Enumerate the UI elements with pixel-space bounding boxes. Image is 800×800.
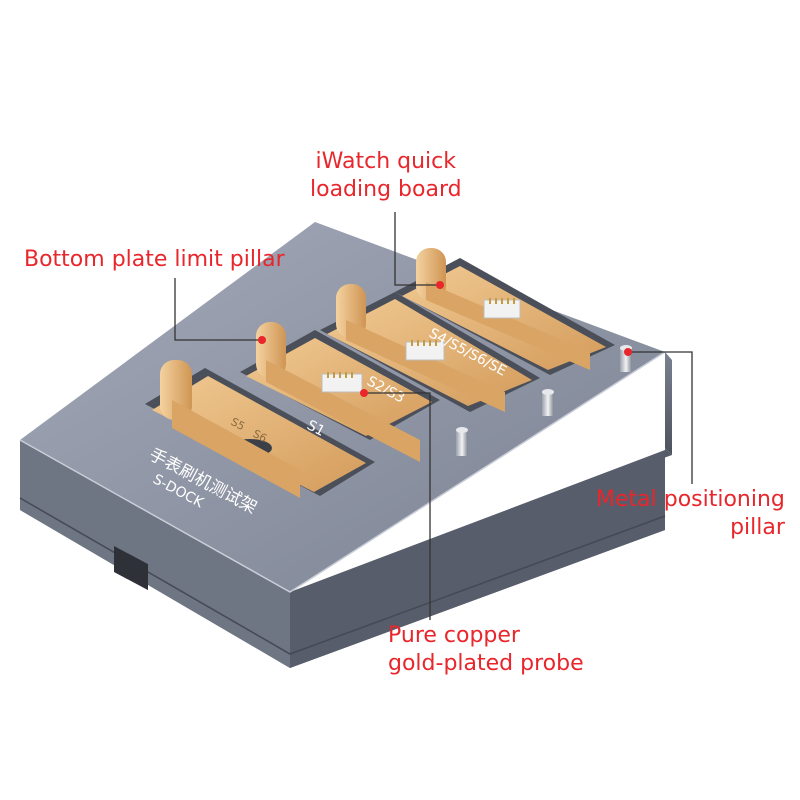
limit-pillar-2 [256,322,420,462]
device-side-face [665,352,672,455]
probe-connector-2 [405,340,445,361]
usb-port [114,546,148,591]
callout-metal-line-1: Metal positioning [596,487,785,512]
leader-copper-probe [364,392,431,620]
limit-pillar-1 [160,360,300,498]
probe-connector-1 [321,372,363,393]
leader-metal-pillar [628,351,693,484]
probe-connector-3 [483,298,521,319]
dot-iwatch-board [436,281,444,289]
callout-copper-probe: Pure copper gold-plated probe [388,622,584,678]
callout-bottom-pillar: Bottom plate limit pillar [24,247,285,272]
callout-copper-line-2: gold-plated probe [388,651,584,676]
callout-leaders [174,212,693,620]
dot-metal-pillar [624,348,632,356]
callout-metal-line-2: pillar [730,515,785,540]
leader-bottom-pillar [174,278,262,341]
leader-iwatch-board [394,212,440,286]
metal-pillar-2 [542,389,554,416]
callout-iwatch-line-2: loading board [310,177,462,202]
dot-bottom-pillar [258,336,266,344]
probe-connectors [321,298,521,393]
metal-pillar-1 [456,427,468,456]
dot-copper-probe [360,389,368,397]
limit-pillars [160,248,590,498]
callout-iwatch-line-1: iWatch quick [315,149,457,174]
callout-metal-pillar: Metal positioning pillar [596,486,785,542]
callout-dots [258,281,632,397]
callout-copper-line-1: Pure copper [388,623,520,648]
limit-pillar-3 [336,284,505,412]
corner-label-s6: S6 [251,427,269,445]
callout-iwatch-board: iWatch quick loading board [310,148,462,204]
slot-label-s1: S1 [304,417,327,439]
slot-1-board [152,376,366,492]
corner-label-s5: S5 [229,415,247,433]
